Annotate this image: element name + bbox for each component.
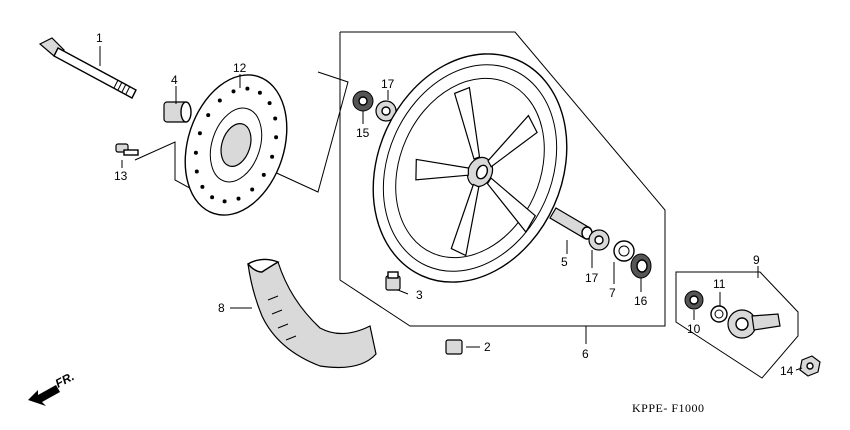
disc-hole [200, 184, 205, 189]
label-part-12: 12 [233, 61, 247, 75]
disc-hole [193, 150, 198, 155]
front-fender [246, 258, 377, 369]
label-part-5: 5 [561, 255, 568, 269]
wheel-spoke [453, 86, 481, 160]
disc-hole [194, 169, 199, 174]
dust-seal-upper [375, 100, 397, 122]
diagram-code: KPPE- F1000 [632, 401, 705, 415]
label-part-15: 15 [356, 126, 370, 140]
clip [445, 339, 463, 355]
disc-hole [245, 86, 250, 91]
air-valve [385, 271, 401, 291]
disc-hole [261, 172, 266, 177]
label-part-17-upper: 17 [381, 77, 395, 91]
disc-connection-line [269, 71, 349, 193]
bearing-upper [352, 90, 374, 112]
gear-retainer [613, 240, 635, 262]
disc-hole [197, 131, 202, 136]
wheel-spoke [450, 183, 480, 257]
disc-hole [274, 135, 279, 140]
speedo-assembly-bracket [675, 271, 799, 379]
label-part-2: 2 [484, 340, 491, 354]
disc-hole [231, 89, 236, 94]
disc-bolt [115, 143, 139, 156]
label-part-1: 1 [96, 31, 103, 45]
axle-nut [799, 355, 821, 377]
wheel-rim [372, 53, 568, 283]
disc-hole [222, 199, 227, 204]
disc-hole [236, 196, 241, 201]
distance-collar [549, 207, 593, 240]
wheel-spoke [486, 177, 537, 234]
oil-seal [630, 253, 652, 279]
label-part-8: 8 [218, 301, 225, 315]
brake-disc-holes [193, 86, 279, 204]
disc-hole [206, 113, 211, 118]
wheel-spoke [487, 114, 538, 168]
label-part-10: 10 [687, 322, 701, 336]
label-part-7: 7 [609, 286, 616, 300]
disc-hole [257, 90, 262, 95]
leader-lines [99, 46, 803, 371]
label-part-16: 16 [634, 294, 648, 308]
front-direction-arrow-icon [28, 385, 60, 406]
label-part-17-lower: 17 [585, 271, 599, 285]
wheel-spoke [415, 158, 470, 181]
wheel-assembly-bracket [339, 31, 666, 327]
label-part-6: 6 [582, 347, 589, 361]
wheel-spokes [415, 86, 538, 257]
disc-hole [270, 154, 275, 159]
disc-hole [267, 101, 272, 106]
label-part-14: 14 [780, 364, 794, 378]
speedo-gearbox [727, 309, 781, 339]
disc-hole [210, 195, 215, 200]
speedo-gear [684, 290, 704, 310]
disc-hole [250, 187, 255, 192]
axle-bolt [38, 37, 137, 99]
label-part-9: 9 [753, 253, 760, 267]
label-part-4: 4 [171, 73, 178, 87]
label-part-11: 11 [713, 277, 726, 291]
brake-disc [184, 74, 288, 216]
label-part-3: 3 [416, 288, 423, 302]
dust-seal-lower [588, 229, 610, 251]
disc-hole [273, 116, 278, 121]
disc-hole [217, 98, 222, 103]
thrust-washer [710, 305, 728, 323]
collar [163, 101, 192, 123]
label-part-13: 13 [114, 169, 128, 183]
